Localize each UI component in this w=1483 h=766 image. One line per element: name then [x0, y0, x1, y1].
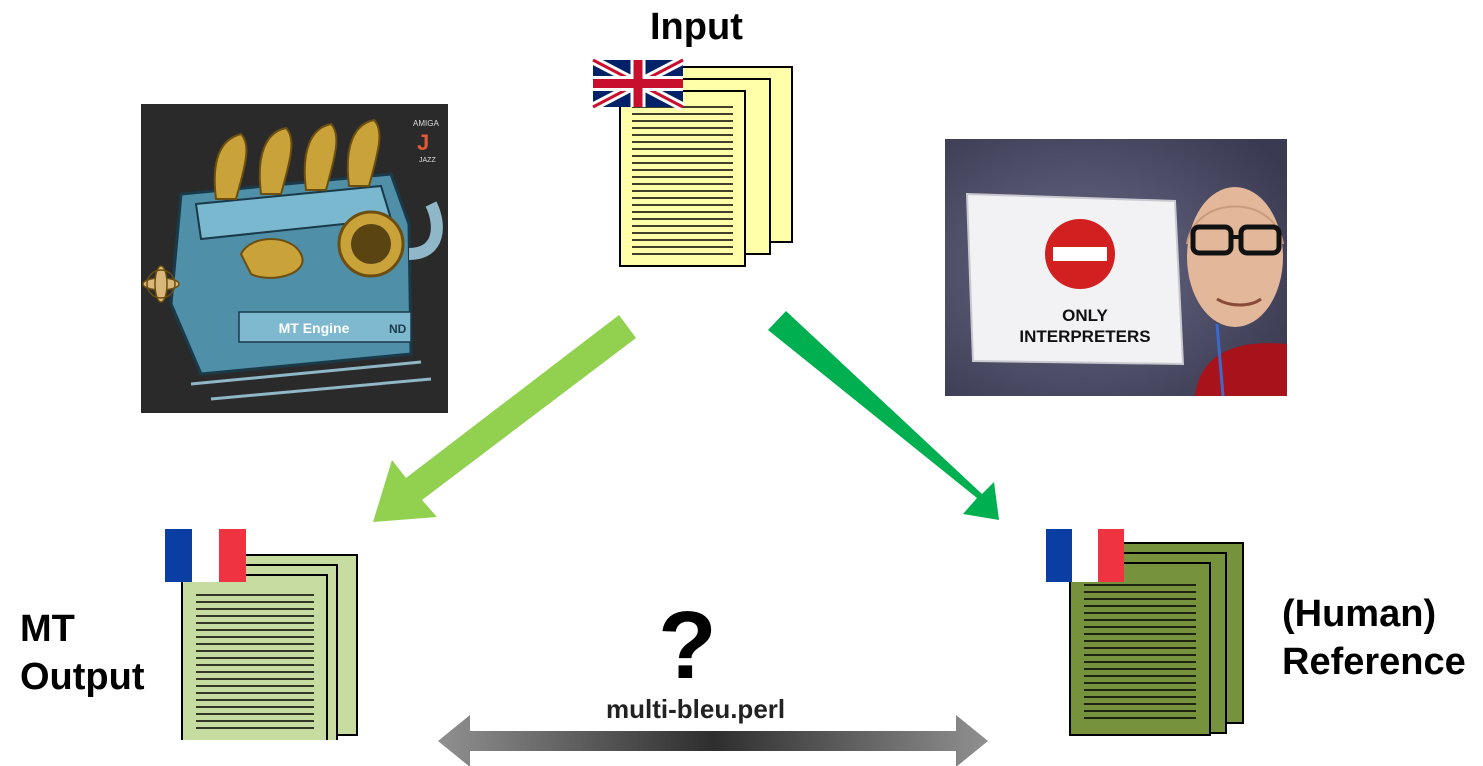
arrow-input-to-mt-output: [373, 315, 636, 522]
interpreter-photo: ONLY INTERPRETERS: [945, 139, 1287, 396]
mt-output-doc-front: [181, 574, 328, 740]
mt-engine-image: AMIGA J JAZZ MT Engine ND: [141, 104, 448, 413]
uk-flag-icon: [590, 56, 686, 111]
mt-engine-label: MT Engine: [279, 320, 350, 336]
album-genre: JAZZ: [419, 157, 436, 164]
mt-output-label-line2: Output: [20, 656, 145, 698]
mt-output-label: MT Output: [20, 605, 145, 701]
mt-output-label-line1: MT: [20, 608, 75, 650]
album-brand: AMIGA: [413, 119, 439, 128]
reference-document-stack: [1046, 529, 1244, 736]
arrow-input-to-reference: [768, 311, 999, 520]
plate-text: ND: [389, 322, 407, 336]
sign-line-2: INTERPRETERS: [1019, 327, 1150, 346]
only-interpreters-sign: ONLY INTERPRETERS: [965, 192, 1185, 366]
multi-bleu-label: multi-bleu.perl: [606, 694, 786, 724]
reference-label-line2: Reference: [1282, 641, 1466, 683]
album-letter: J: [417, 130, 429, 155]
input-document-stack: [590, 56, 793, 267]
input-title: Input: [650, 6, 743, 48]
question-mark: ?: [658, 592, 717, 699]
french-flag-icon: [1046, 529, 1124, 582]
reference-label: (Human) Reference: [1282, 590, 1466, 686]
french-flag-icon: [165, 529, 246, 582]
sign-line-1: ONLY: [1062, 306, 1108, 325]
comparison-double-arrow: [438, 715, 988, 766]
person-figure: [1186, 187, 1287, 396]
reference-label-line1: (Human): [1282, 593, 1437, 635]
mt-output-document-stack: [165, 529, 358, 740]
reference-doc-front: [1069, 562, 1211, 736]
